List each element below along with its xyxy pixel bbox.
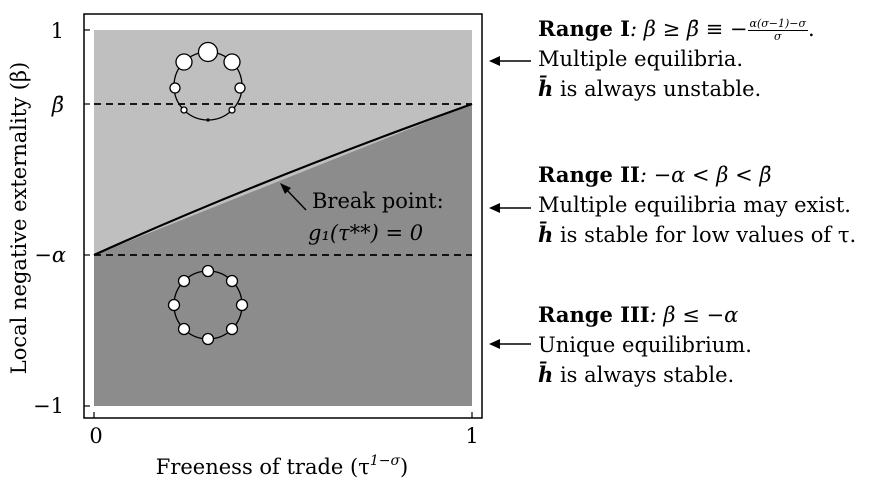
x-tick-marks — [93, 412, 473, 418]
unstable-ring-icon — [169, 41, 246, 122]
range-i-line2: Multiple equilibria. — [538, 47, 744, 71]
range-ii-annotation: Range II: −α < β < β̄ Multiple equilibri… — [538, 160, 856, 250]
range-iii-condition: Range III: β ≤ −α — [538, 302, 739, 327]
ytick-minus-alpha: −α — [34, 243, 66, 267]
xtick-1: 1 — [465, 424, 478, 448]
break-point-arrowhead — [280, 183, 291, 194]
break-point-arrow-line — [284, 187, 307, 211]
y-axis-label: Local negative externality (β) — [7, 62, 31, 374]
break-point-curve — [93, 102, 473, 257]
range-iii-line3: h̄ is always stable. — [538, 362, 735, 387]
stable-ring-icon — [167, 264, 249, 346]
x-axis-label: Freeness of trade (τ1−σ) — [156, 453, 409, 479]
y-tick-marks — [84, 29, 90, 407]
range-iii-line2: Unique equilibrium. — [538, 333, 752, 357]
ytick-bottom: −1 — [33, 394, 64, 418]
range-ii-condition: Range II: −α < β < β̄ — [538, 162, 772, 187]
range-ii-line3: h̄ is stable for low values of τ. — [538, 222, 857, 247]
range-i-line3: h̄ is always unstable. — [538, 76, 762, 101]
range-iii-annotation: Range III: β ≤ −α Unique equilibrium. h̄… — [538, 300, 752, 390]
xtick-0: 0 — [89, 424, 102, 448]
ytick-beta-bar: β̄ — [51, 93, 64, 117]
range-ii-line2: Multiple equilibria may exist. — [538, 193, 851, 217]
range-i-arrow — [489, 56, 531, 66]
range-ii-arrow — [489, 203, 531, 213]
break-point-label-line1: Break point: — [312, 189, 444, 213]
ytick-top: 1 — [51, 19, 64, 43]
range-iii-arrow — [489, 339, 531, 349]
break-point-label-line2: g₁(τ**) = 0 — [308, 221, 423, 245]
